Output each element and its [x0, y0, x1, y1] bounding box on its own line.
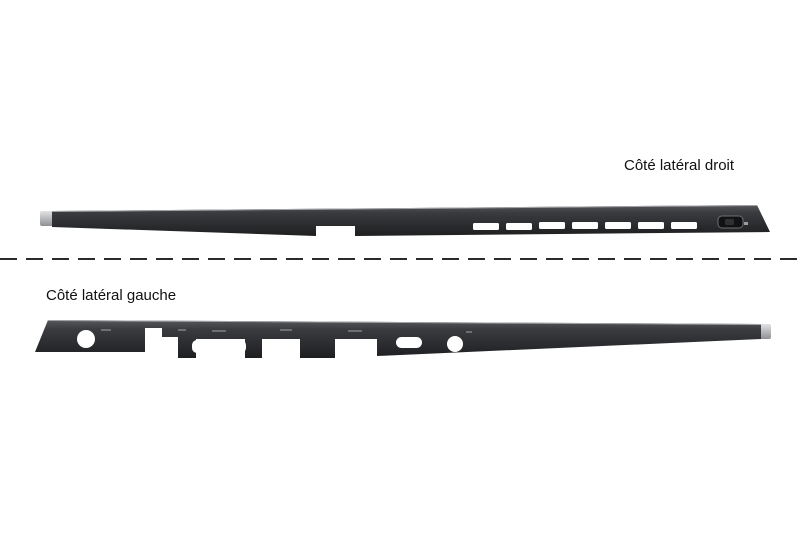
port-icon [348, 330, 362, 332]
port-icon [178, 329, 186, 331]
vent-slot [671, 222, 697, 229]
power-port [447, 336, 463, 352]
right-side-profile [40, 205, 770, 236]
vent-slot [605, 222, 631, 229]
left-side-label: Côté latéral gauche [46, 287, 177, 304]
indicator-led [744, 222, 748, 225]
right-side-body [52, 205, 770, 236]
port-icon [466, 331, 472, 333]
vent-slot [539, 222, 565, 229]
right-top-edge [51, 205, 758, 212]
port-icon [101, 329, 111, 331]
port-icon [280, 329, 292, 331]
vent-slot [506, 223, 532, 230]
vent-slot [572, 222, 598, 229]
port-icons [101, 329, 472, 333]
left-side-profile [35, 320, 771, 358]
right-side-label: Côté latéral droit [624, 157, 735, 174]
right-vent-slots [473, 222, 697, 230]
left-top-edge [47, 320, 762, 325]
hdmi-port [192, 340, 246, 353]
right-hinge [40, 211, 55, 226]
usb-c-port [396, 337, 422, 348]
lock-slot-icon [717, 215, 744, 229]
port-icon [212, 330, 226, 332]
vent-slot [473, 223, 499, 230]
audio-jack-port [77, 330, 95, 348]
vent-slot [638, 222, 664, 229]
